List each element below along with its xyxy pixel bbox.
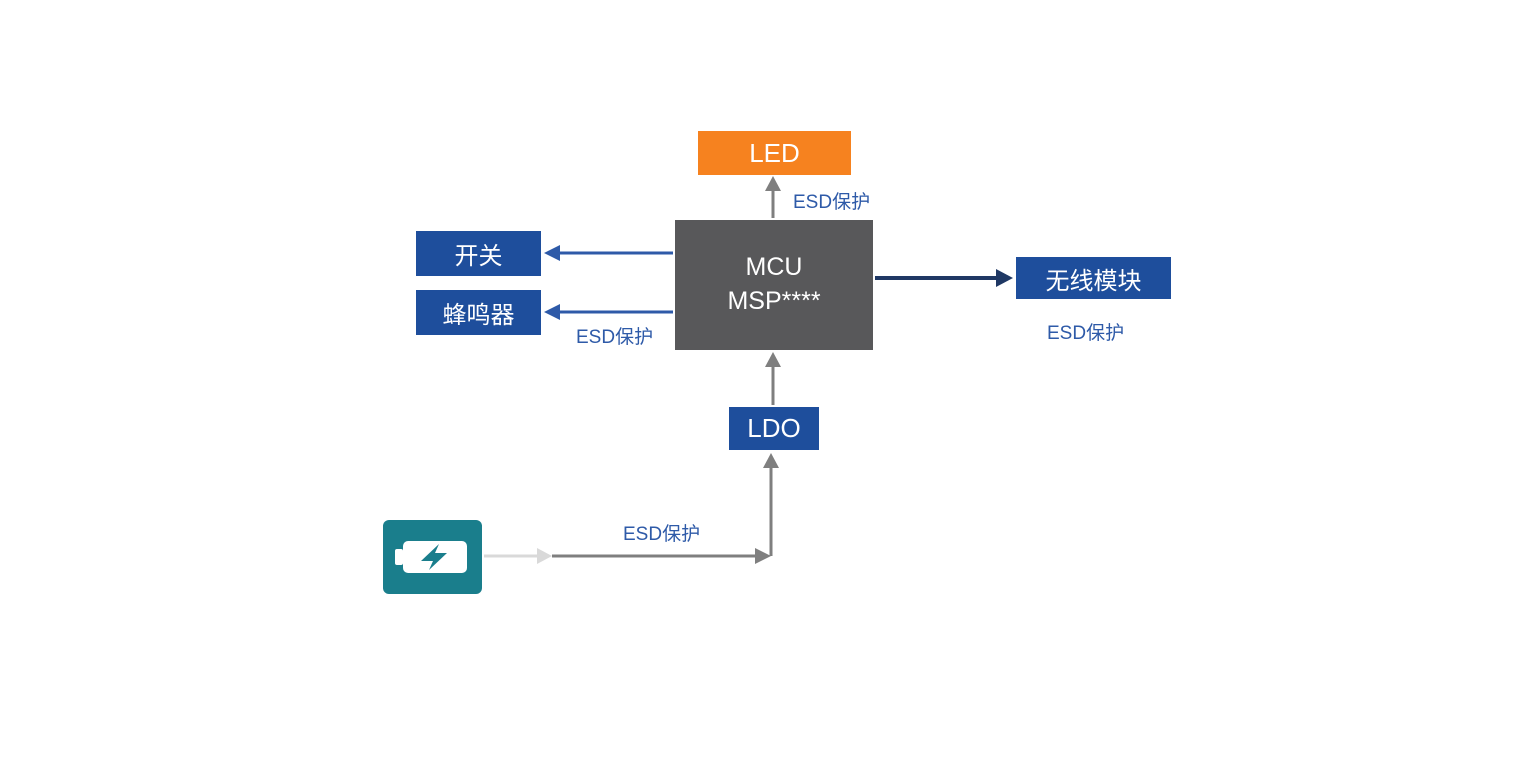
arrowhead-ldo-to-mcu [765, 352, 781, 367]
node-buzzer: 蜂鸣器 [416, 290, 541, 335]
node-switch-label: 开关 [454, 243, 503, 270]
node-mcu-label-line1: MCU [745, 253, 803, 282]
esd-label-right: ESD保护 [1047, 323, 1125, 344]
arrowhead-mcu-to-wireless [996, 269, 1013, 287]
arrowhead-battery-out [537, 548, 552, 564]
arrowhead-mcu-to-switch [544, 245, 560, 261]
node-led: LED [698, 131, 851, 175]
arrowhead-mcu-to-buzzer [544, 304, 560, 320]
node-ldo: LDO [729, 407, 819, 450]
node-ldo-label: LDO [747, 413, 801, 443]
battery-glyph [395, 541, 467, 573]
node-led-label: LED [749, 137, 800, 168]
node-mcu-label-line2: MSP**** [727, 287, 821, 315]
arrowhead-mcu-to-led [765, 176, 781, 191]
battery-charging-icon [383, 520, 482, 594]
node-buzzer-label: 蜂鸣器 [442, 302, 515, 329]
arrowhead-power-horizontal [755, 548, 771, 564]
node-mcu: MCU MSP**** [675, 220, 873, 350]
arrowhead-power-to-ldo [763, 453, 779, 468]
esd-label-top: ESD保护 [793, 192, 871, 213]
node-wireless-module: 无线模块 [1016, 257, 1171, 299]
esd-label-bottom: ESD保护 [623, 524, 701, 545]
node-wireless-module-label: 无线模块 [1045, 267, 1142, 295]
node-switch: 开关 [416, 231, 541, 276]
esd-label-left: ESD保护 [576, 327, 654, 348]
